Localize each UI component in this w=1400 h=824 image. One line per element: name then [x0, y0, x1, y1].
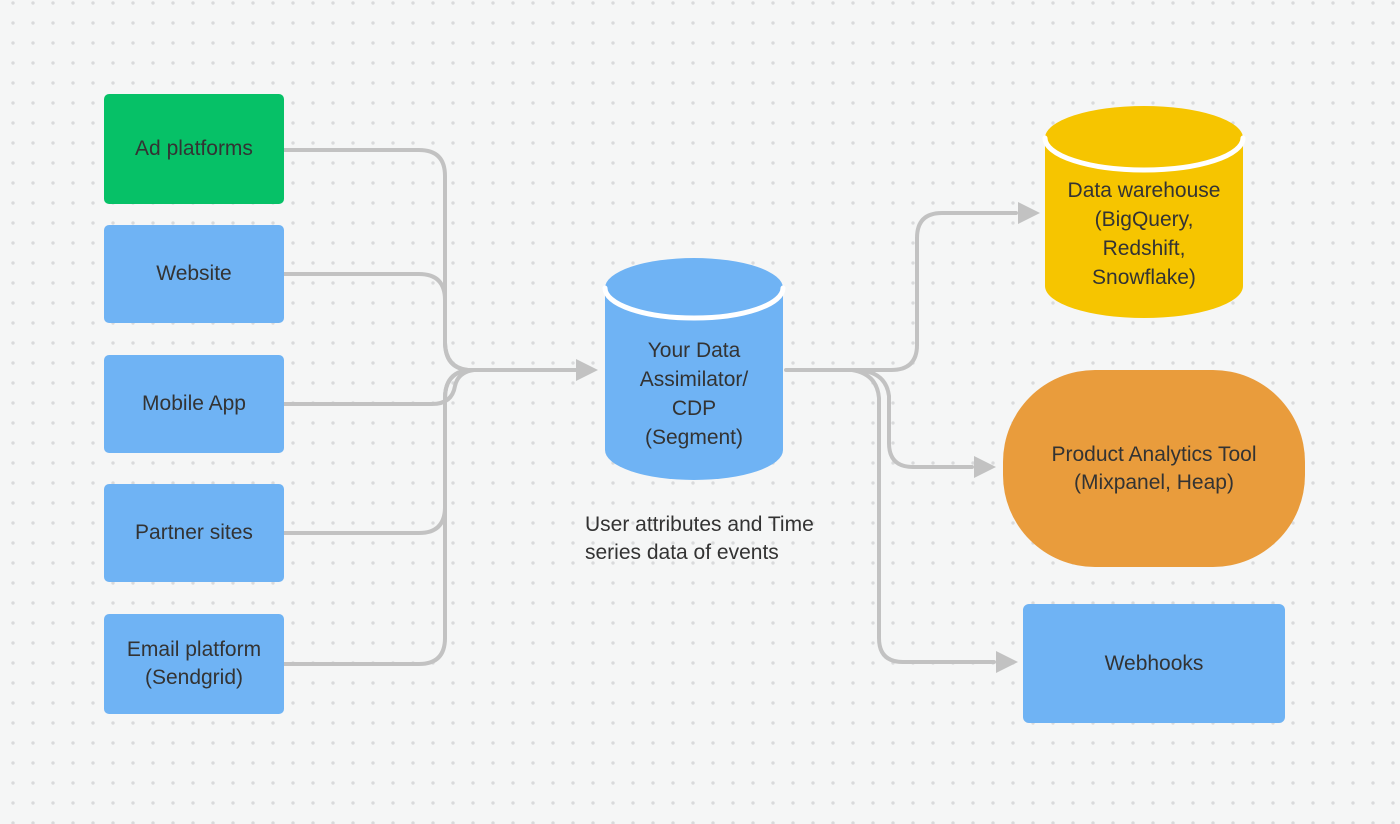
- node-product-analytics[interactable]: Product Analytics Tool (Mixpanel, Heap): [1003, 370, 1305, 567]
- caption-line: series data of events: [585, 541, 779, 564]
- node-data-warehouse-cylinder[interactable]: [1042, 106, 1246, 318]
- node-webhooks[interactable]: Webhooks: [1023, 604, 1285, 723]
- arrowhead-analytics: [974, 456, 996, 478]
- node-label-line: (Sendgrid): [144, 666, 244, 689]
- node-cdp-cylinder[interactable]: [602, 258, 786, 480]
- cdp-caption: User attributes and Time series data of …: [585, 511, 865, 567]
- node-label-line: Redshift,: [1102, 237, 1186, 260]
- node-ad-platforms[interactable]: Ad platforms: [104, 94, 284, 204]
- node-cdp-label: Your Data Assimilator/ CDP (Segment): [605, 336, 783, 452]
- node-email-platform[interactable]: Email platform (Sendgrid): [104, 614, 284, 714]
- arrowhead-cdp: [576, 359, 598, 381]
- node-label-line: Assimilator/: [639, 368, 749, 391]
- node-label-line: Product Analytics Tool: [1051, 442, 1257, 466]
- connector-cdp-to-warehouse[interactable]: [889, 211, 1018, 372]
- cylinder-lid-highlight: [1042, 135, 1246, 173]
- node-mobile-app[interactable]: Mobile App: [104, 355, 284, 453]
- connector-cdp-to-webhooks[interactable]: [850, 368, 996, 664]
- node-label-line: CDP: [671, 397, 717, 420]
- node-label: Website: [156, 262, 232, 285]
- node-label-line: Your Data: [647, 339, 741, 362]
- arrowhead-webhooks: [996, 651, 1018, 673]
- cylinder-lid-highlight: [602, 285, 786, 321]
- connector-partner-sites-to-cdp[interactable]: [282, 368, 470, 535]
- node-partner-sites[interactable]: Partner sites: [104, 484, 284, 582]
- node-label: Ad platforms: [135, 137, 253, 160]
- node-data-warehouse-label: Data warehouse (BigQuery, Redshift, Snow…: [1045, 176, 1243, 292]
- node-label-line: Email platform: [126, 638, 262, 661]
- connector-website-to-cdp[interactable]: [282, 272, 470, 372]
- node-label: Mobile App: [142, 392, 246, 415]
- connector-email-platform-to-cdp[interactable]: [282, 368, 470, 666]
- node-label-line: (Segment): [644, 426, 744, 449]
- node-label: Webhooks: [1104, 651, 1204, 675]
- node-label: Partner sites: [135, 521, 253, 544]
- arrowhead-warehouse: [1018, 202, 1040, 224]
- connector-cdp-to-analytics[interactable]: [856, 368, 974, 469]
- node-label-line: (BigQuery,: [1094, 208, 1194, 231]
- node-website[interactable]: Website: [104, 225, 284, 323]
- node-label-line: Data warehouse: [1067, 179, 1221, 202]
- node-label-line: Snowflake): [1092, 266, 1196, 289]
- caption-line: User attributes and Time: [585, 513, 814, 536]
- connector-ad-platforms-to-cdp[interactable]: [282, 148, 470, 372]
- node-label-line: (Mixpanel, Heap): [1074, 470, 1234, 494]
